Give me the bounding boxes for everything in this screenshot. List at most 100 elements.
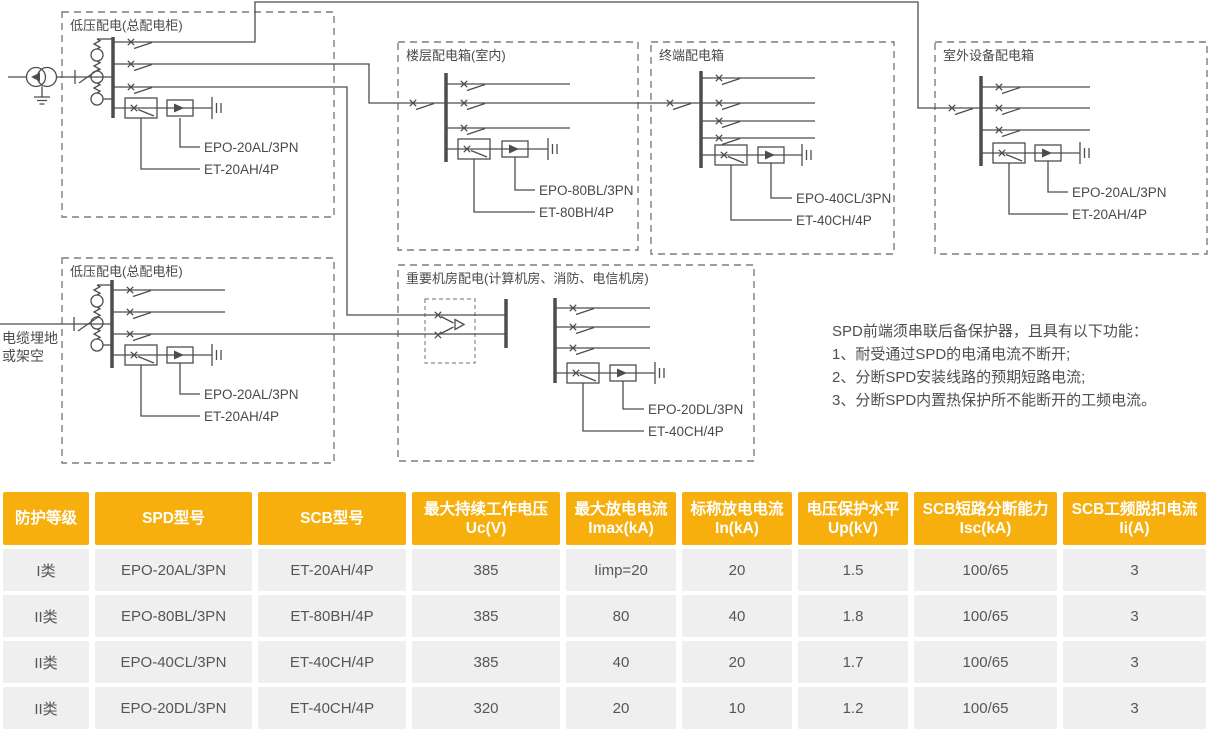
ground-icon — [1079, 141, 1090, 165]
single-line-diagram: 低压配电(总配电柜) 楼层配电箱(室内) 终端配电箱 室外设备配电箱 低压配电(… — [0, 1, 1208, 464]
note-line: 1、耐受通过SPD的电涌电流不断开; — [832, 346, 1071, 363]
table-cell: 3 — [1063, 687, 1206, 729]
table-cell: II类 — [3, 687, 89, 729]
switch-icon — [715, 99, 741, 111]
panel-title: 楼层配电箱(室内) — [406, 48, 506, 63]
panel-box-outdoor — [934, 41, 1208, 255]
switch-icon — [666, 99, 692, 111]
spd-model-label: EPO-80BL/3PN — [539, 183, 634, 198]
table-cell: 100/65 — [914, 549, 1057, 591]
table-cell: 40 — [566, 641, 676, 683]
spd-model-label: EPO-20AL/3PN — [204, 387, 299, 402]
table-cell: 1.5 — [798, 549, 908, 591]
panel-title: 重要机房配电(计算机房、消防、电信机房) — [406, 271, 649, 286]
spd-note: SPD前端须串联后备保护器，且具有以下功能： 1、耐受通过SPD的电涌电流不断开… — [832, 320, 1156, 412]
switch-icon — [715, 74, 741, 86]
table-cell: EPO-20DL/3PN — [95, 687, 252, 729]
switch-icon — [948, 104, 974, 116]
panel-title: 室外设备配电箱 — [943, 48, 1034, 63]
table-cell: 1.2 — [798, 687, 908, 729]
panel-box-terminal — [650, 41, 895, 255]
switch-icon — [460, 80, 486, 92]
busbars — [110, 37, 983, 383]
column-header: 防护等级 — [3, 492, 89, 545]
table-cell: 100/65 — [914, 687, 1057, 729]
table-cell: 320 — [412, 687, 560, 729]
switch-icon — [569, 304, 595, 316]
table-cell: 385 — [412, 549, 560, 591]
table-cell: ET-40CH/4P — [258, 641, 406, 683]
spd-model-label: EPO-20DL/3PN — [648, 402, 743, 417]
metering-chain-icon — [90, 284, 112, 352]
table-cell: 3 — [1063, 549, 1206, 591]
transformer-icon — [25, 66, 58, 105]
column-header: SCB型号 — [258, 492, 406, 545]
table-cell: Iimp=20 — [566, 549, 676, 591]
cable-entry-label: 或架空 — [2, 348, 44, 364]
table-cell: I类 — [3, 549, 89, 591]
spd-model-label: EPO-20AL/3PN — [204, 140, 299, 155]
table-cell: 10 — [682, 687, 792, 729]
cable-entry-label: 电缆埋地 — [2, 330, 58, 346]
switch-icon — [995, 126, 1021, 138]
table-cell: 3 — [1063, 595, 1206, 637]
note-line: 3、分断SPD内置热保护所不能断开的工频电流。 — [832, 392, 1157, 409]
table-cell: EPO-20AL/3PN — [95, 549, 252, 591]
switch-icon — [995, 83, 1021, 95]
table-cell: II类 — [3, 595, 89, 637]
scb-model-label: ET-40CH/4P — [796, 213, 872, 228]
spd-model-label: EPO-20AL/3PN — [1072, 185, 1167, 200]
table-cell: 20 — [682, 641, 792, 683]
note-line: 2、分断SPD安装线路的预期短路电流; — [832, 369, 1086, 386]
switch-icon — [715, 117, 741, 129]
switch-icon — [409, 99, 435, 111]
transfer-switch-icon — [434, 311, 455, 324]
scb-model-label: ET-20AH/4P — [204, 409, 279, 424]
panel-title: 低压配电(总配电柜) — [70, 264, 183, 279]
panel-box-main-top — [61, 11, 335, 218]
panel-title: 低压配电(总配电柜) — [70, 18, 183, 33]
scb-model-label: ET-20AH/4P — [1072, 207, 1147, 222]
switch-icon — [715, 134, 741, 146]
spd-model-label: EPO-40CL/3PN — [796, 191, 891, 206]
table-cell: 40 — [682, 595, 792, 637]
table-cell: 20 — [566, 687, 676, 729]
column-header: SPD型号 — [95, 492, 252, 545]
switch-icon — [460, 99, 486, 111]
table-cell: ET-20AH/4P — [258, 549, 406, 591]
table-cell: 1.7 — [798, 641, 908, 683]
scb-model-label: ET-80BH/4P — [539, 205, 614, 220]
ground-icon — [801, 143, 812, 167]
table-cell: EPO-80BL/3PN — [95, 595, 252, 637]
ground-icon — [547, 137, 558, 161]
table-cell: ET-80BH/4P — [258, 595, 406, 637]
metering-chain-icon — [90, 38, 113, 106]
note-line: SPD前端须串联后备保护器，且具有以下功能： — [832, 323, 1148, 340]
switch-icon — [127, 38, 153, 50]
switch-icon — [569, 323, 595, 335]
scb-model-label: ET-20AH/4P — [204, 162, 279, 177]
table-cell: EPO-40CL/3PN — [95, 641, 252, 683]
panel-box-main-bottom — [61, 257, 335, 464]
ground-icon — [211, 343, 222, 367]
table-cell: 385 — [412, 595, 560, 637]
switch-icon — [995, 104, 1021, 116]
switch-icon — [460, 124, 486, 136]
switch-icon — [126, 330, 152, 342]
table-cell: 3 — [1063, 641, 1206, 683]
switch-icon — [127, 60, 153, 72]
ground-icon — [211, 96, 222, 120]
ground-icon — [654, 361, 665, 385]
table-cell: 20 — [682, 549, 792, 591]
table-cell: 80 — [566, 595, 676, 637]
transfer-switch-icon — [434, 326, 455, 339]
table-cell: II类 — [3, 641, 89, 683]
table-cell: 1.8 — [798, 595, 908, 637]
